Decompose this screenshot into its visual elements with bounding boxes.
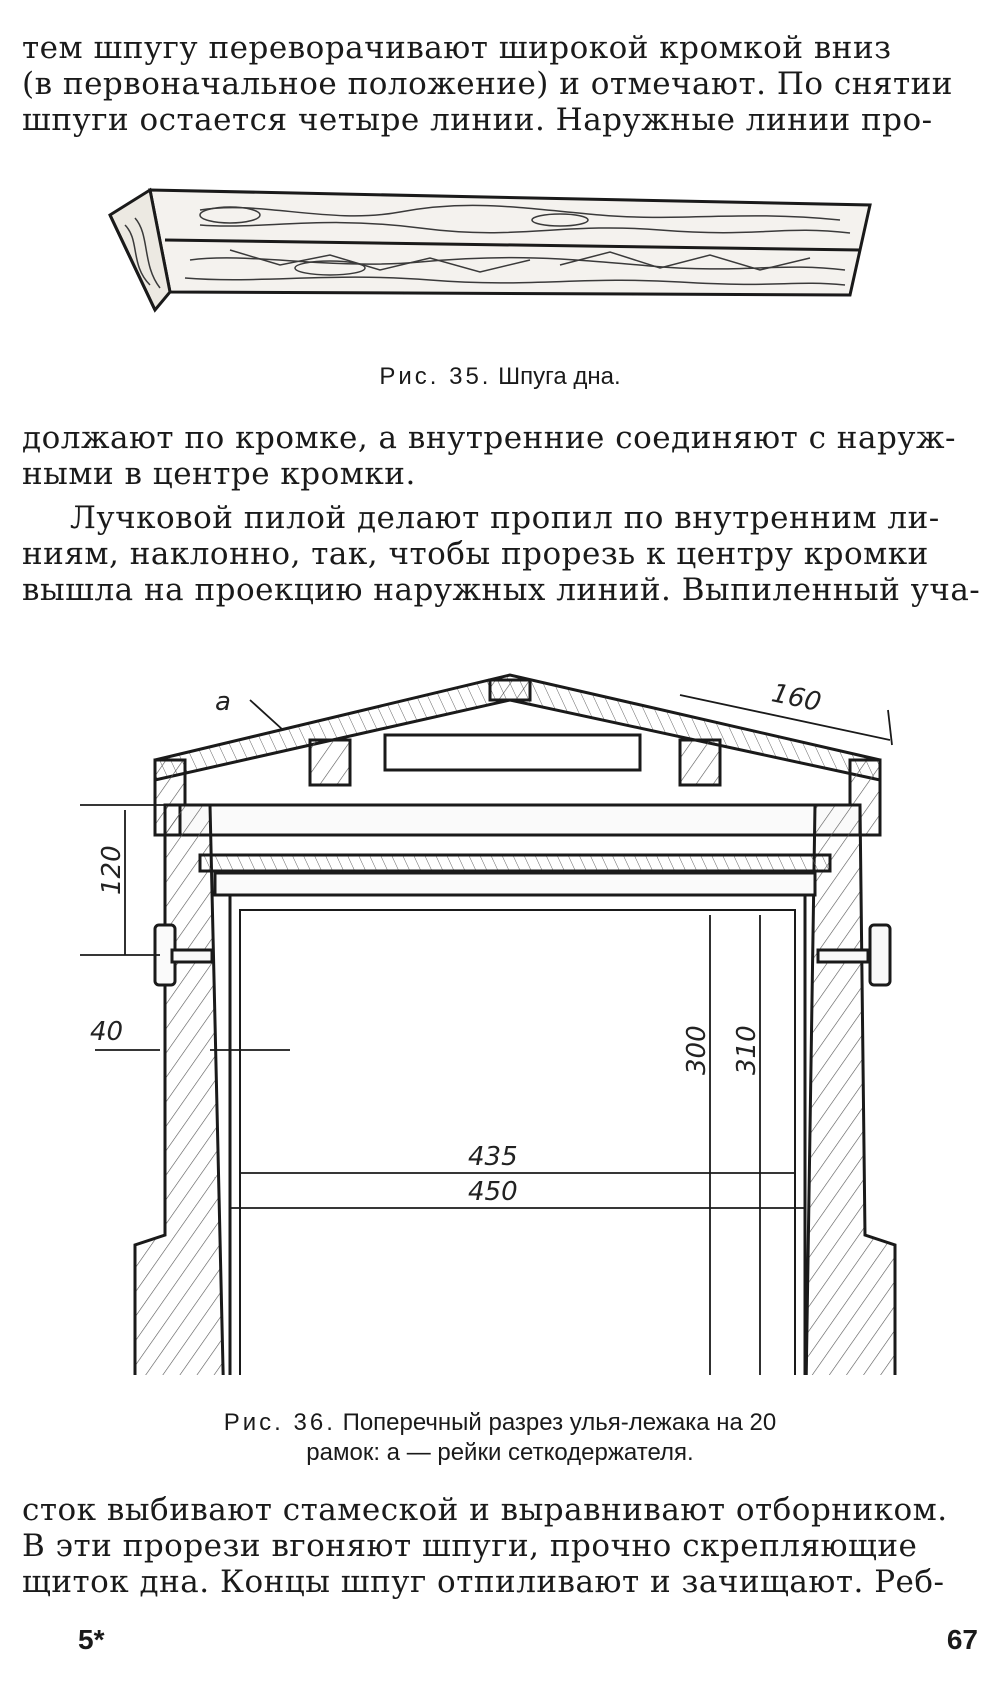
dimension-435: 435 (468, 1142, 518, 1172)
figure-title: Шпуга дна. (498, 363, 621, 390)
text-line: Лучковой пилой делают пропил по внутренн… (70, 500, 940, 536)
paragraph-1: тем шпугу переворачивают широкой кромкой… (22, 30, 972, 138)
dimension-450: 450 (468, 1177, 518, 1207)
paragraph-2: должают по кромке, а внутренние соединяю… (22, 420, 972, 492)
text-line: В эти прорези вгоняют шпуги, прочно скре… (22, 1528, 918, 1564)
dimension-160: 160 (769, 678, 824, 718)
text-line: шпуги остается четыре линии. Наружные ли… (22, 102, 933, 138)
figure-number: Рис. 35. (379, 363, 492, 390)
dimension-40: 40 (90, 1017, 123, 1047)
text-line: ными в центре кромки. (22, 456, 416, 492)
text-line: (в первоначальное положение) и отмечают.… (22, 66, 953, 102)
figure-36-hive-section-drawing: a 160 120 40 435 450 300 310 20 (80, 673, 897, 1375)
text-line: щиток дна. Концы шпуг отпиливают и зачищ… (22, 1564, 945, 1600)
figure-35-caption: Рис. 35. Шпуга дна. (0, 362, 1000, 392)
figure-title-line-1: Поперечный разрез улья-лежака на 20 (342, 1409, 777, 1436)
paragraph-4: сток выбивают стамеской и выравнивают от… (22, 1492, 972, 1600)
label-a: a (215, 687, 231, 717)
figure-36-caption: Рис. 36. Поперечный разрез улья-лежака н… (0, 1408, 1000, 1468)
signature-mark: 5* (78, 1624, 105, 1655)
figure-35-plank-drawing (108, 187, 872, 313)
text-line: сток выбивают стамеской и выравнивают от… (22, 1492, 948, 1528)
figure-number: Рис. 36. (223, 1409, 336, 1436)
figure-title-line-2: рамок: а — рейки сеткодержателя. (306, 1439, 694, 1466)
page-number: 67 (946, 1624, 978, 1655)
dimension-120: 120 (97, 845, 127, 895)
dimension-310: 310 (732, 1025, 762, 1075)
text-line: вышла на проекцию наружных линий. Выпиле… (22, 572, 981, 608)
paragraph-3: Лучковой пилой делают пропил по внутренн… (22, 500, 981, 608)
text-line: должают по кромке, а внутренние соединяю… (22, 420, 957, 456)
dimension-300: 300 (682, 1025, 712, 1075)
text-line: ниям, наклонно, так, чтобы прорезь к цен… (22, 536, 929, 572)
text-line: тем шпугу переворачивают широкой кромкой… (22, 30, 892, 66)
